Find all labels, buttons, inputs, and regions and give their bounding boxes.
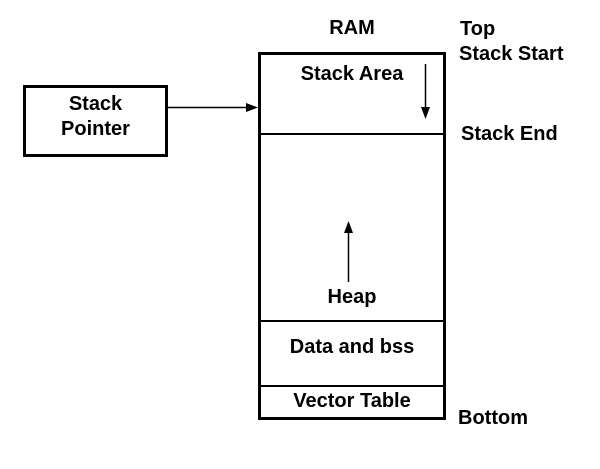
- heap-growth-up-arrow-icon: [342, 221, 355, 282]
- stack-pointer-label-line2: Pointer: [61, 118, 130, 140]
- bottom-label: Bottom: [458, 407, 528, 429]
- stack-area-label: Stack Area: [300, 63, 404, 85]
- heap-data-divider-line: [261, 320, 443, 322]
- stack-start-label: Stack Start: [459, 43, 564, 65]
- stack-end-label: Stack End: [461, 123, 558, 145]
- top-label: Top: [460, 18, 496, 40]
- data-bss-label: Data and bss: [289, 336, 415, 358]
- stack-growth-down-arrow-icon: [419, 64, 432, 119]
- stack-pointer-right-arrow-icon: [167, 99, 259, 116]
- stack-end-divider-line: [261, 133, 443, 135]
- ram-box: [258, 52, 446, 420]
- heap-label: Heap: [327, 286, 377, 308]
- ram-title: RAM: [329, 17, 375, 39]
- vector-table-label: Vector Table: [293, 390, 411, 412]
- stack-pointer-label-line1: Stack: [68, 93, 123, 115]
- data-vector-divider-line: [261, 385, 443, 387]
- stack-pointer-box: Stack Pointer: [23, 85, 168, 157]
